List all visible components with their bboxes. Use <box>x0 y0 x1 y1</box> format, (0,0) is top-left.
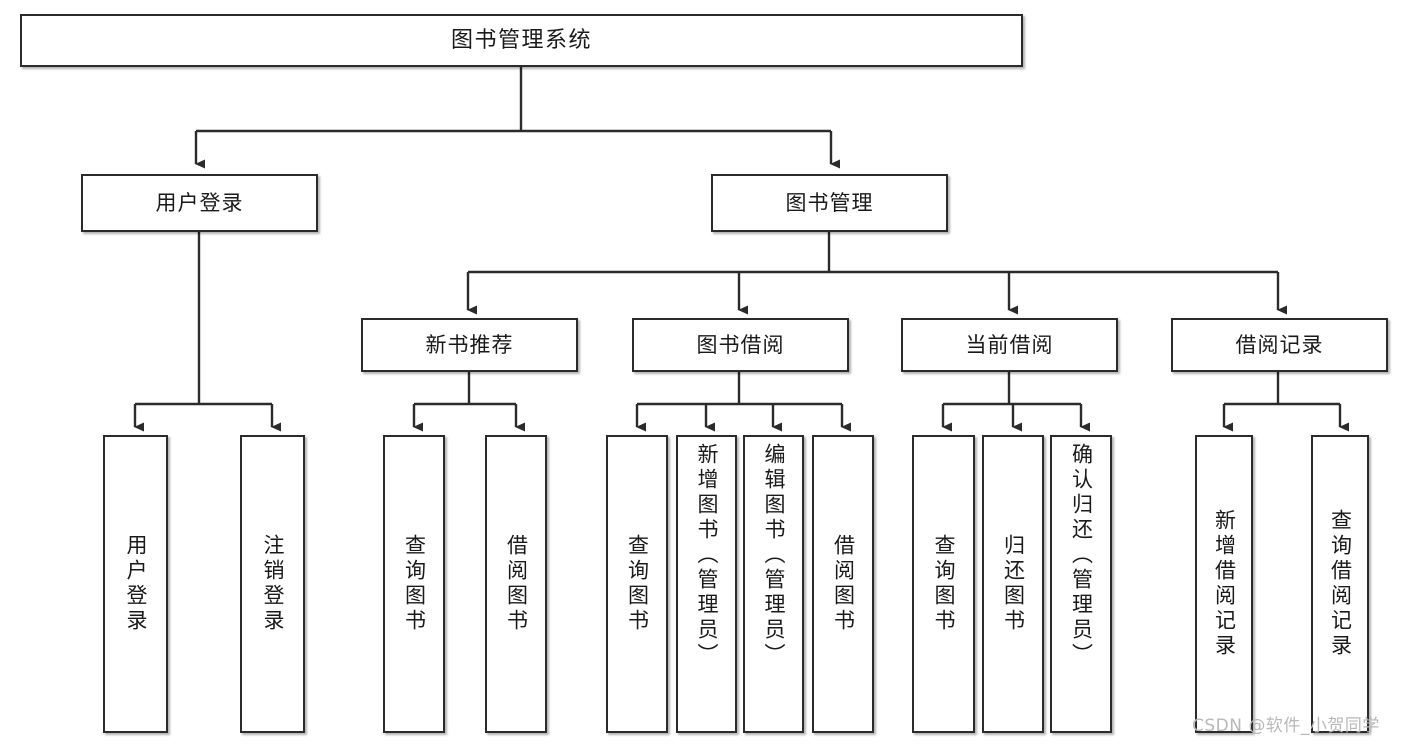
node-label: 归还图书 <box>1001 534 1026 634</box>
leaf-borrow-record-query-record[interactable]: 查询借阅记录 <box>1311 435 1369 733</box>
node-root-book-management-system[interactable]: 图书管理系统 <box>20 14 1023 67</box>
node-label: 图书管理 <box>785 190 874 215</box>
leaf-user-login-login[interactable]: 用户登录 <box>103 435 168 733</box>
node-label: 借阅图书 <box>831 534 856 634</box>
leaf-book-borrow-edit-book-admin[interactable]: 编辑图书（管理员） <box>743 435 804 733</box>
node-label: 当前借阅 <box>965 332 1054 357</box>
node-book-borrow[interactable]: 图书借阅 <box>632 318 849 372</box>
leaf-user-login-logout[interactable]: 注销登录 <box>240 435 305 733</box>
leaf-current-borrow-confirm-return-admin[interactable]: 确认归还（管理员） <box>1050 435 1112 733</box>
node-label: 编辑图书（管理员） <box>762 443 786 668</box>
node-label: 查询借阅记录 <box>1328 509 1353 659</box>
node-label: 图书管理系统 <box>450 27 592 53</box>
node-label: 查询图书 <box>932 534 956 634</box>
csdn-watermark: CSDN @软件_小贺同学 <box>1192 716 1380 736</box>
node-label: 用户登录 <box>124 534 148 634</box>
leaf-book-borrow-add-book-admin[interactable]: 新增图书（管理员） <box>676 435 737 733</box>
node-label: 新增借阅记录 <box>1212 509 1237 659</box>
node-label: 确认归还（管理员） <box>1069 443 1094 668</box>
node-label: 新增图书（管理员） <box>695 443 719 668</box>
leaf-new-book-borrow-book[interactable]: 借阅图书 <box>485 435 547 733</box>
leaf-current-borrow-return-book[interactable]: 归还图书 <box>982 435 1044 733</box>
node-label: 新书推荐 <box>425 332 514 357</box>
node-label: 查询图书 <box>402 534 427 634</box>
leaf-current-borrow-query-book[interactable]: 查询图书 <box>912 435 975 733</box>
leaf-book-borrow-borrow-book[interactable]: 借阅图书 <box>812 435 874 733</box>
node-label: 注销登录 <box>261 534 285 634</box>
node-user-login[interactable]: 用户登录 <box>81 174 318 232</box>
node-label: 查询图书 <box>625 534 650 634</box>
node-label: 图书借阅 <box>696 332 785 357</box>
leaf-borrow-record-add-record[interactable]: 新增借阅记录 <box>1195 435 1253 733</box>
node-borrow-record[interactable]: 借阅记录 <box>1171 318 1388 372</box>
leaf-new-book-query-book[interactable]: 查询图书 <box>383 435 445 733</box>
node-current-borrow[interactable]: 当前借阅 <box>901 318 1118 372</box>
node-new-book-recommend[interactable]: 新书推荐 <box>361 318 578 372</box>
node-book-management[interactable]: 图书管理 <box>711 174 948 232</box>
leaf-book-borrow-query-book[interactable]: 查询图书 <box>606 435 668 733</box>
node-label: 借阅记录 <box>1235 332 1324 357</box>
node-label: 用户登录 <box>155 190 244 215</box>
node-label: 借阅图书 <box>504 534 529 634</box>
